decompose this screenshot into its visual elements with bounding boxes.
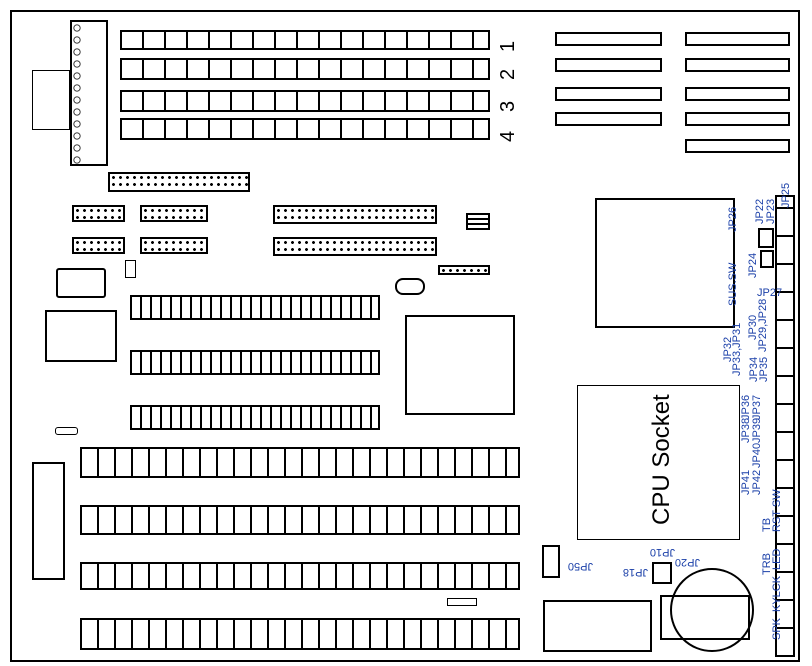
isa-slot	[80, 447, 520, 478]
jp27-label: JP27	[757, 287, 783, 299]
simm-slot-4	[120, 118, 490, 140]
jp35-label: JP35	[758, 356, 770, 382]
ide-header	[273, 237, 437, 256]
isa-slot	[80, 505, 520, 535]
simm-number-3: 3	[497, 100, 519, 112]
jp37-label: JP37	[751, 394, 763, 420]
battery-holder	[660, 595, 750, 640]
jp33-jp31-label: JP33,JP31	[731, 322, 743, 376]
pin-header	[108, 172, 250, 192]
bios-chip	[45, 310, 117, 362]
kylck-label: KYLCK	[771, 575, 783, 612]
simm-slot-2	[120, 58, 490, 80]
pci-slot	[130, 405, 380, 430]
jp24-label: JP24	[747, 252, 759, 278]
chipset	[405, 315, 515, 415]
pin-header	[72, 237, 125, 254]
simm-number-1: 1	[497, 40, 519, 52]
cache-slot	[555, 32, 662, 46]
led-label: LED	[771, 548, 783, 570]
jp50-label: JP50	[567, 560, 593, 572]
jp23-label: JP23	[765, 198, 777, 224]
small-component	[447, 598, 477, 606]
cache-slot	[685, 58, 790, 72]
cache-slot	[555, 58, 662, 72]
pin-header	[72, 205, 125, 222]
jp25-label: JP25	[780, 182, 792, 208]
power-connector	[70, 20, 108, 166]
front-panel-connector	[775, 195, 795, 657]
cache-slot	[555, 112, 662, 126]
cache-slot	[685, 112, 790, 126]
chip	[56, 268, 106, 298]
jp40-label: JP40	[751, 442, 763, 468]
cache-slot	[555, 87, 662, 101]
cpu-socket	[577, 385, 740, 540]
cache-slot	[685, 139, 790, 153]
simm-number-4: 4	[497, 130, 519, 142]
pin-header	[438, 265, 490, 275]
chip	[32, 462, 65, 580]
jp29-jp28-label: JP29,JP28	[757, 298, 769, 352]
jp50-jumper	[542, 545, 560, 578]
pci-slot	[130, 295, 380, 320]
jp20-label: JP20	[674, 556, 700, 568]
cpu-socket-label: CPU Socket	[648, 394, 675, 525]
cache-slot	[685, 32, 790, 46]
chipset	[595, 198, 735, 328]
ide-header	[273, 205, 437, 224]
isa-slot	[80, 562, 520, 590]
jp26-label: JP26	[727, 206, 739, 232]
chip	[125, 260, 136, 278]
jp24-jumper	[760, 250, 774, 268]
jp10-jumper	[652, 562, 672, 584]
cache-slot	[685, 87, 790, 101]
jp39-label: JP39	[751, 417, 763, 443]
pci-slot	[130, 350, 380, 375]
rst-sw-label: RST SW	[771, 489, 783, 532]
sus-sw-label: SUS.SW	[727, 262, 739, 306]
jp22-jp23-jumper	[758, 228, 774, 248]
pin-header	[140, 237, 208, 254]
simm-slot-1	[120, 30, 490, 50]
jp10-label: JP10	[649, 546, 675, 558]
oscillator	[395, 278, 425, 295]
isa-slot	[80, 618, 520, 650]
pin-header	[140, 205, 208, 222]
jp18-label: JP18	[622, 566, 648, 578]
chip	[543, 600, 652, 652]
jp42-label: JP42	[751, 469, 763, 495]
small-component	[55, 427, 78, 435]
simm-slot-3	[120, 90, 490, 112]
keyboard-connector	[32, 70, 70, 130]
simm-number-2: 2	[497, 68, 519, 80]
small-jumper	[466, 213, 490, 230]
spk-label: SPK	[771, 617, 783, 640]
